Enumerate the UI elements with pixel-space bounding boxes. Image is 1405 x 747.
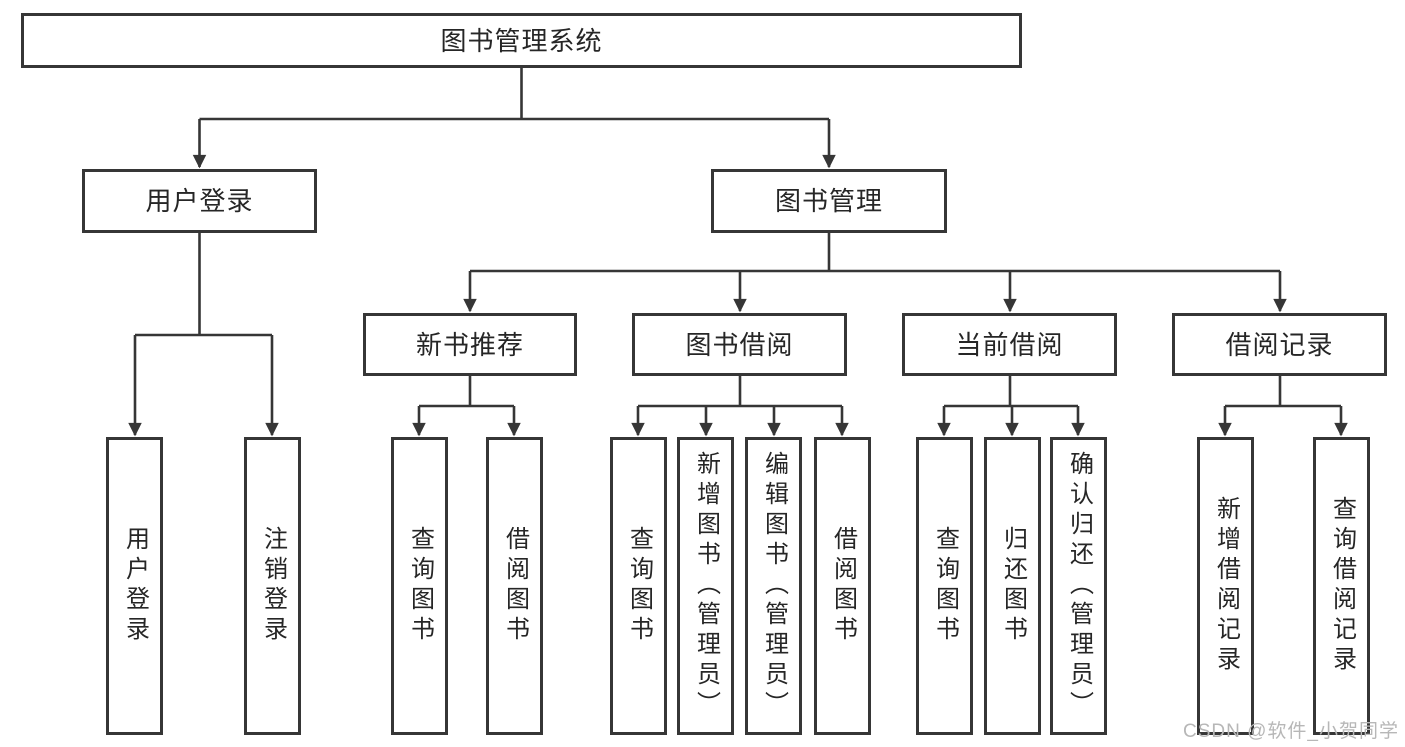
node-leaf-logout: 注销登录 bbox=[244, 437, 301, 735]
node-leaf-query-books-1-label: 查询图书 bbox=[406, 526, 434, 646]
node-new-book-recommend: 新书推荐 bbox=[363, 313, 577, 376]
node-leaf-query-books-1: 查询图书 bbox=[391, 437, 448, 735]
node-current-borrow: 当前借阅 bbox=[902, 313, 1117, 376]
node-leaf-borrow-books-2-label: 借阅图书 bbox=[829, 526, 857, 646]
node-leaf-query-books-2-label: 查询图书 bbox=[625, 526, 653, 646]
node-leaf-return-book: 归还图书 bbox=[984, 437, 1041, 735]
node-current-borrow-label: 当前借阅 bbox=[955, 329, 1064, 360]
node-book-management-label: 图书管理 bbox=[774, 186, 883, 216]
node-book-borrow-label: 图书借阅 bbox=[685, 329, 794, 360]
node-new-book-recommend-label: 新书推荐 bbox=[415, 329, 524, 360]
node-book-management: 图书管理 bbox=[711, 169, 947, 233]
node-borrow-record: 借阅记录 bbox=[1172, 313, 1387, 376]
node-leaf-query-books-2: 查询图书 bbox=[610, 437, 667, 735]
node-borrow-record-label: 借阅记录 bbox=[1225, 329, 1334, 360]
node-library-management-system-label: 图书管理系统 bbox=[440, 25, 603, 56]
node-leaf-add-book-admin: 新增图书（管理员） bbox=[677, 437, 734, 735]
node-library-management-system: 图书管理系统 bbox=[21, 13, 1022, 68]
node-book-borrow: 图书借阅 bbox=[632, 313, 847, 376]
node-leaf-query-borrow-record-label: 查询借阅记录 bbox=[1328, 496, 1356, 676]
node-leaf-add-borrow-record: 新增借阅记录 bbox=[1197, 437, 1254, 735]
node-leaf-borrow-books-2: 借阅图书 bbox=[814, 437, 871, 735]
node-leaf-confirm-return-admin: 确认归还（管理员） bbox=[1050, 437, 1107, 735]
node-leaf-borrow-books-1: 借阅图书 bbox=[486, 437, 543, 735]
node-leaf-user-login-label: 用户登录 bbox=[121, 526, 149, 646]
node-leaf-query-books-3: 查询图书 bbox=[916, 437, 973, 735]
csdn-watermark: CSDN @软件_小贺同学 bbox=[1183, 721, 1399, 742]
node-leaf-edit-book-admin: 编辑图书（管理员） bbox=[745, 437, 802, 735]
node-user-login-label: 用户登录 bbox=[145, 186, 254, 216]
node-leaf-edit-book-admin-label: 编辑图书（管理员） bbox=[760, 451, 788, 721]
node-leaf-query-borrow-record: 查询借阅记录 bbox=[1313, 437, 1370, 735]
node-leaf-confirm-return-admin-label: 确认归还（管理员） bbox=[1065, 451, 1093, 721]
node-leaf-query-books-3-label: 查询图书 bbox=[931, 526, 959, 646]
node-leaf-user-login: 用户登录 bbox=[106, 437, 163, 735]
node-leaf-add-book-admin-label: 新增图书（管理员） bbox=[692, 451, 720, 721]
node-leaf-borrow-books-1-label: 借阅图书 bbox=[501, 526, 529, 646]
node-leaf-logout-label: 注销登录 bbox=[259, 526, 287, 646]
node-leaf-return-book-label: 归还图书 bbox=[999, 526, 1027, 646]
node-user-login: 用户登录 bbox=[82, 169, 317, 233]
node-leaf-add-borrow-record-label: 新增借阅记录 bbox=[1212, 496, 1240, 676]
